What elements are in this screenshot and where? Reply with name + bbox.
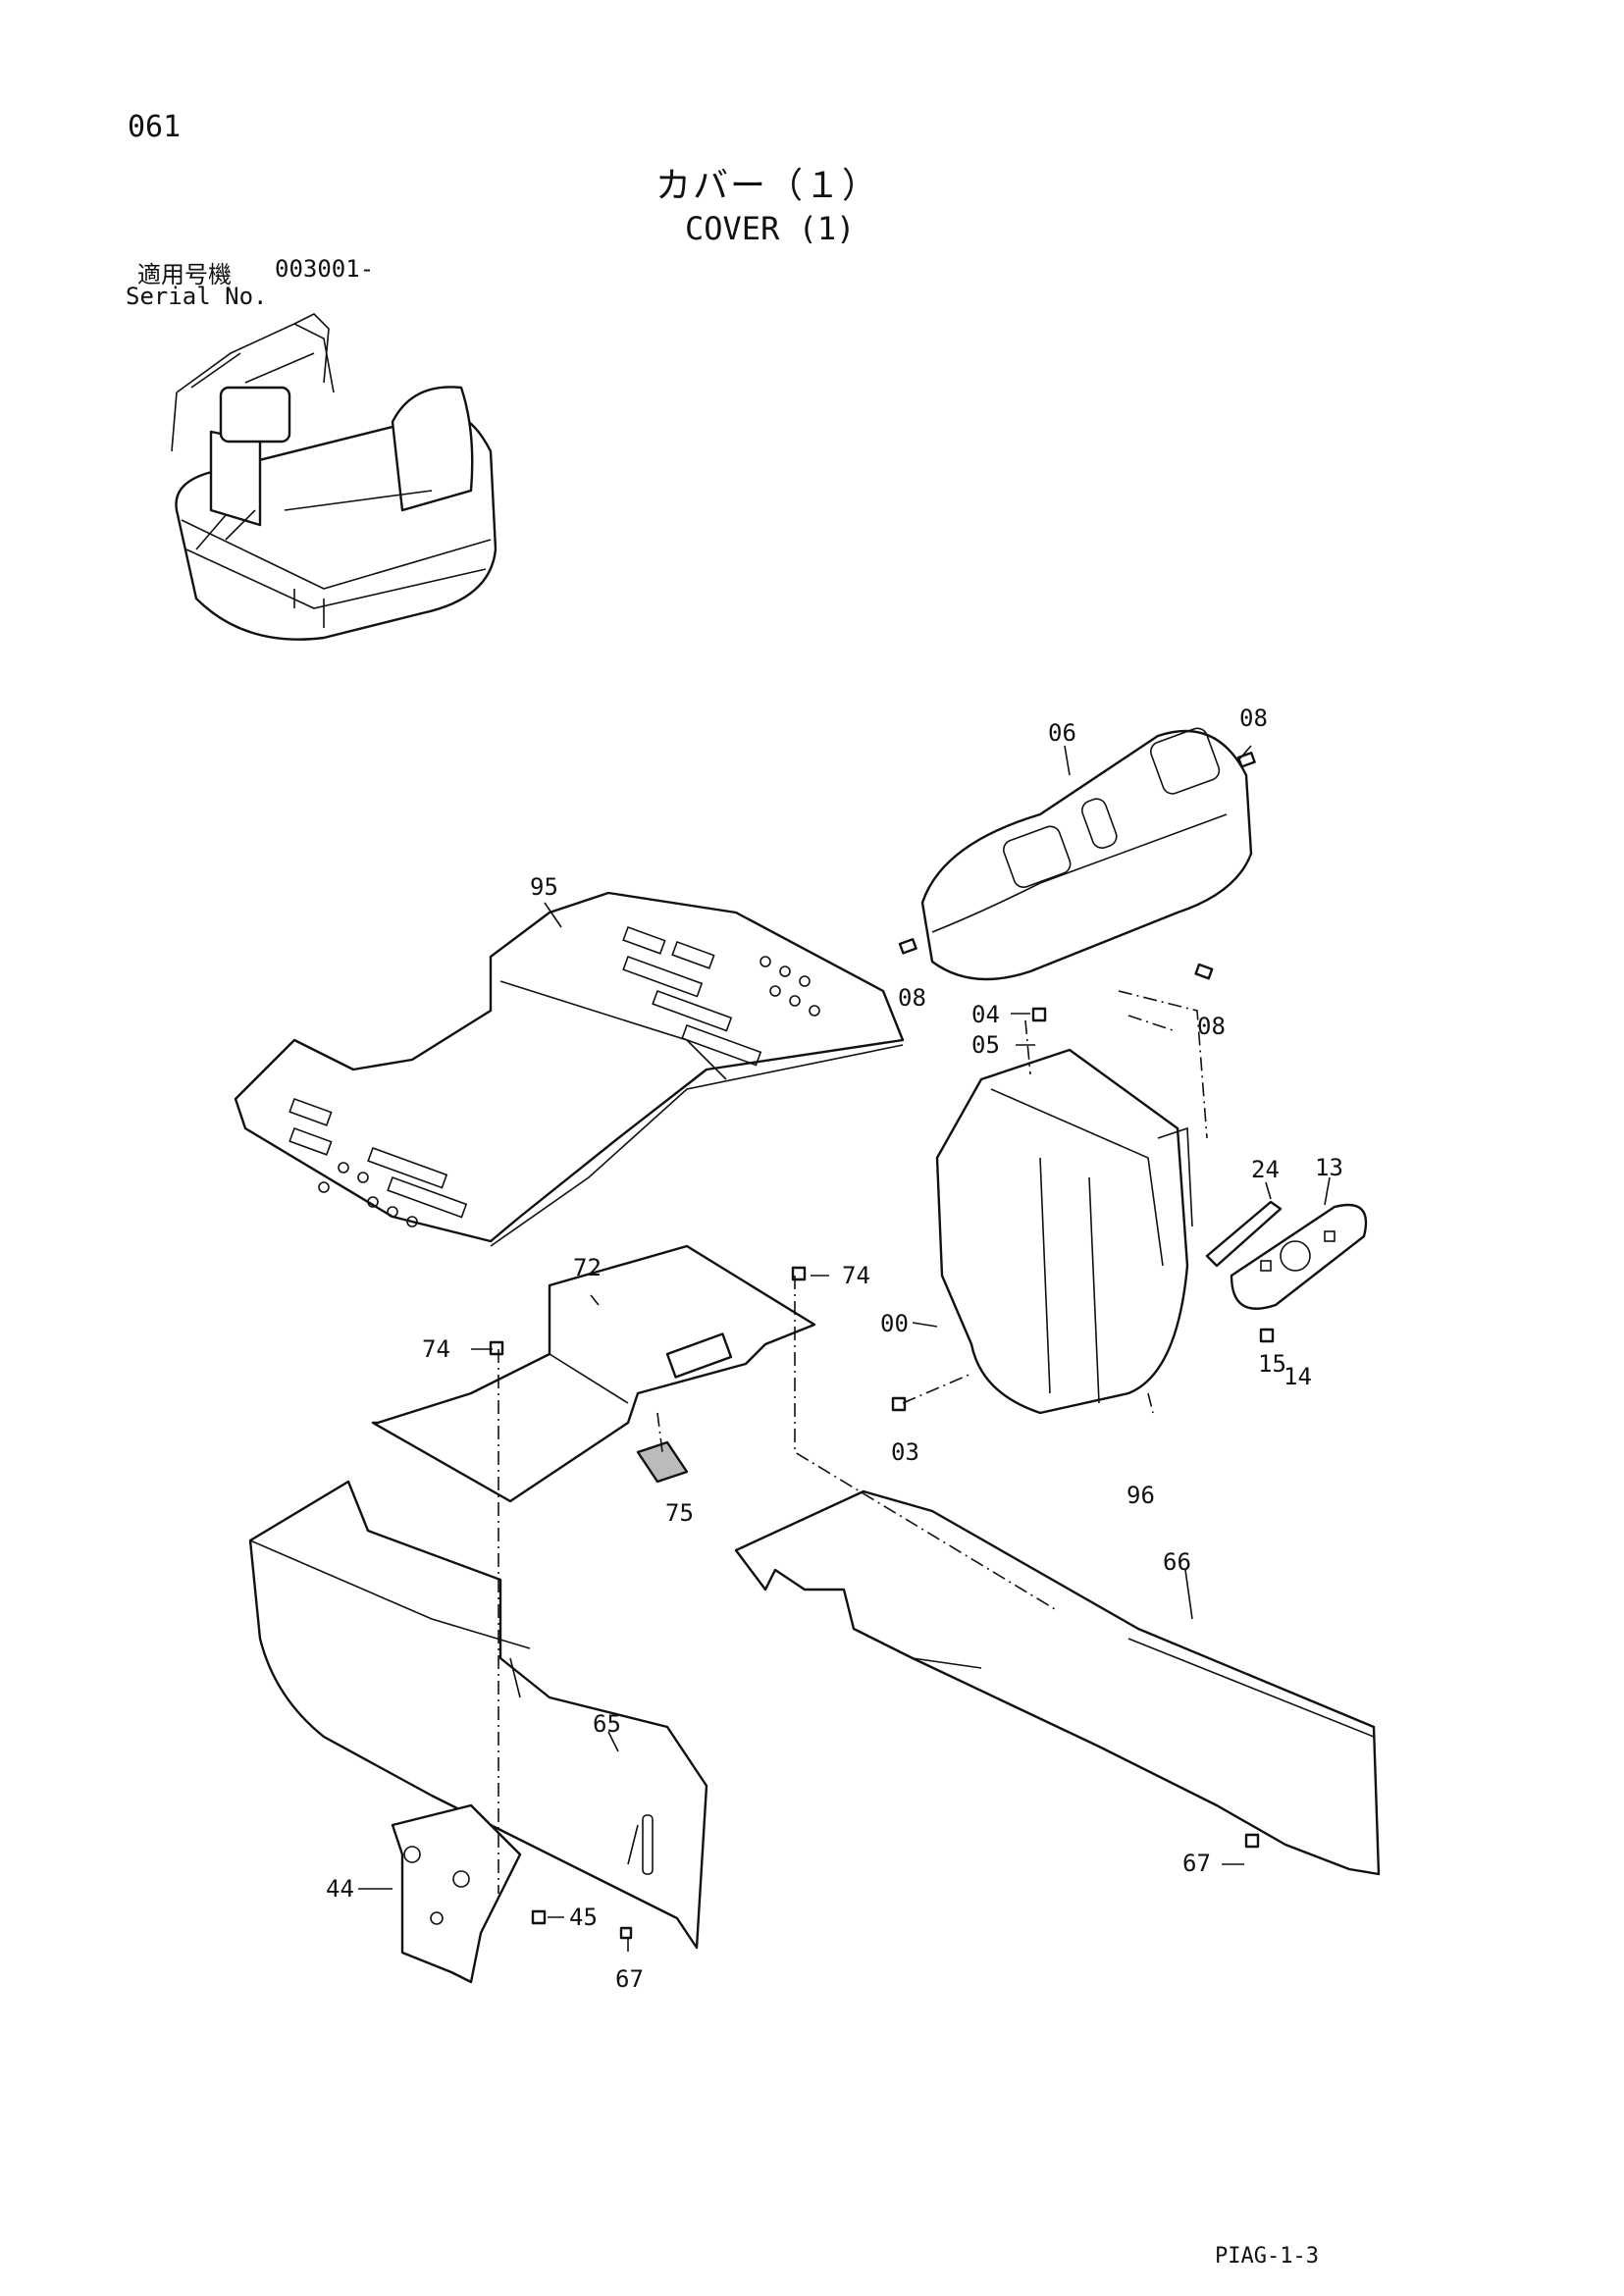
callout-13: 13	[1315, 1154, 1343, 1181]
callout-66: 66	[1163, 1548, 1191, 1576]
callout-67-bottom: 67	[615, 1965, 644, 1993]
callout-00: 00	[880, 1310, 909, 1337]
callout-24: 24	[1251, 1156, 1280, 1183]
callout-95: 95	[530, 873, 558, 901]
bolt-icons	[489, 752, 1275, 1940]
callout-74-right: 74	[842, 1262, 870, 1289]
plate-72	[371, 1244, 816, 1503]
callout-72: 72	[573, 1254, 602, 1281]
bracket-44	[391, 1803, 522, 1984]
callout-labels: 08 06 08 08 95 04 05 24 13 72 74 74 00 1…	[326, 704, 1343, 1993]
serial-number-value: 003001-	[275, 255, 375, 283]
callout-08-right: 08	[1197, 1013, 1226, 1040]
console-housing-00	[935, 1048, 1193, 1415]
callout-14: 14	[1283, 1363, 1312, 1390]
page-title-japanese: カバー（１）	[655, 166, 880, 206]
gasket-24	[1205, 1200, 1283, 1268]
callout-04: 04	[971, 1001, 1000, 1028]
callout-05: 05	[971, 1031, 1000, 1059]
callout-96: 96	[1126, 1482, 1155, 1509]
callout-74-left: 74	[422, 1335, 450, 1363]
callout-45: 45	[569, 1904, 598, 1931]
leader-lines	[358, 745, 1331, 1918]
floor-mat-95	[234, 891, 905, 1247]
page-number: 061	[128, 110, 182, 144]
callout-08-top-right: 08	[1239, 704, 1268, 732]
console-cover-06	[920, 727, 1253, 981]
plate-13	[1230, 1203, 1368, 1310]
serial-label-japanese: 適用号機	[137, 261, 232, 288]
pad-75	[636, 1440, 689, 1484]
callout-67-right: 67	[1182, 1850, 1211, 1877]
assembly-guide-lines	[498, 990, 1208, 1953]
floor-mat-slots	[288, 925, 762, 1219]
callout-75: 75	[665, 1499, 694, 1527]
serial-label-english: Serial No.	[126, 283, 268, 310]
callout-65: 65	[593, 1710, 621, 1738]
callout-03: 03	[891, 1438, 919, 1466]
side-cover-65	[248, 1480, 708, 1950]
callout-44: 44	[326, 1875, 354, 1903]
machine-overview-illustration	[171, 313, 498, 641]
callout-06: 06	[1048, 719, 1076, 747]
callout-15: 15	[1258, 1350, 1286, 1378]
callout-08-left: 08	[898, 984, 926, 1012]
page-title-english: COVER (1)	[685, 210, 856, 247]
side-cover-66	[734, 1489, 1381, 1876]
drawing-code: PIAG-1-3	[1215, 2244, 1319, 2269]
